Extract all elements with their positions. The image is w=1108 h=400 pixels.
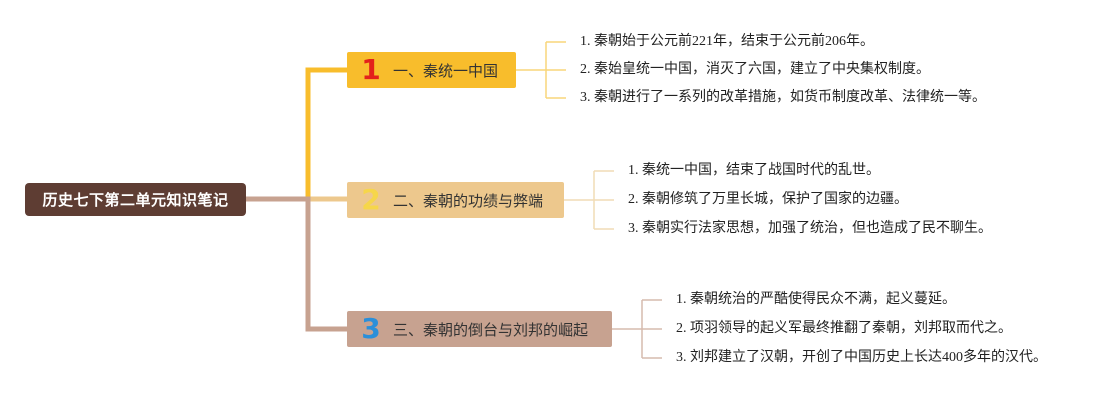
branch-number-1: 1 [361,53,381,86]
leaf-item-1-3[interactable]: 3. 秦朝进行了一系列的改革措施，如货币制度改革、法律统一等。 [580,90,986,105]
leaf-bracket-3 [612,299,662,359]
branch-number-2: 2 [361,183,381,216]
branch-label-3: 三、秦朝的倒台与刘邦的崛起 [393,320,589,339]
connector-root-branch-3 [246,196,347,332]
branch-topic-3[interactable]: 3 三、秦朝的倒台与刘邦的崛起 [347,311,612,347]
root-title: 历史七下第二单元知识笔记 [42,191,229,209]
branch-topic-2[interactable]: 2 二、秦朝的功绩与弊端 [347,182,564,218]
connector-root-branch-1 [246,67,347,202]
branch-topic-1[interactable]: 1 一、秦统一中国 [347,52,516,88]
leaf-item-3-3[interactable]: 3. 刘邦建立了汉朝，开创了中国历史上长达400多年的汉代。 [676,350,1047,365]
leaf-bracket-2 [564,170,614,230]
leaf-item-3-1[interactable]: 1. 秦朝统治的严酷使得民众不满，起义蔓延。 [676,292,956,307]
leaf-item-1-1[interactable]: 1. 秦朝始于公元前221年，结束于公元前206年。 [580,34,874,49]
leaf-item-3-2[interactable]: 2. 项羽领导的起义军最终推翻了秦朝，刘邦取而代之。 [676,321,1012,336]
branch-label-2: 二、秦朝的功绩与弊端 [393,191,544,210]
branch-number-3: 3 [361,312,381,345]
leaf-item-2-2[interactable]: 2. 秦朝修筑了万里长城，保护了国家的边疆。 [628,192,908,207]
root-topic[interactable]: 历史七下第二单元知识笔记 [25,183,246,216]
branch-label-1: 一、秦统一中国 [393,61,499,80]
leaf-item-1-2[interactable]: 2. 秦始皇统一中国，消灭了六国，建立了中央集权制度。 [580,62,930,77]
leaf-bracket-1 [516,41,566,99]
leaf-item-2-3[interactable]: 3. 秦朝实行法家思想，加强了统治，但也造成了民不聊生。 [628,221,992,236]
leaf-item-2-1[interactable]: 1. 秦统一中国，结束了战国时代的乱世。 [628,163,880,178]
